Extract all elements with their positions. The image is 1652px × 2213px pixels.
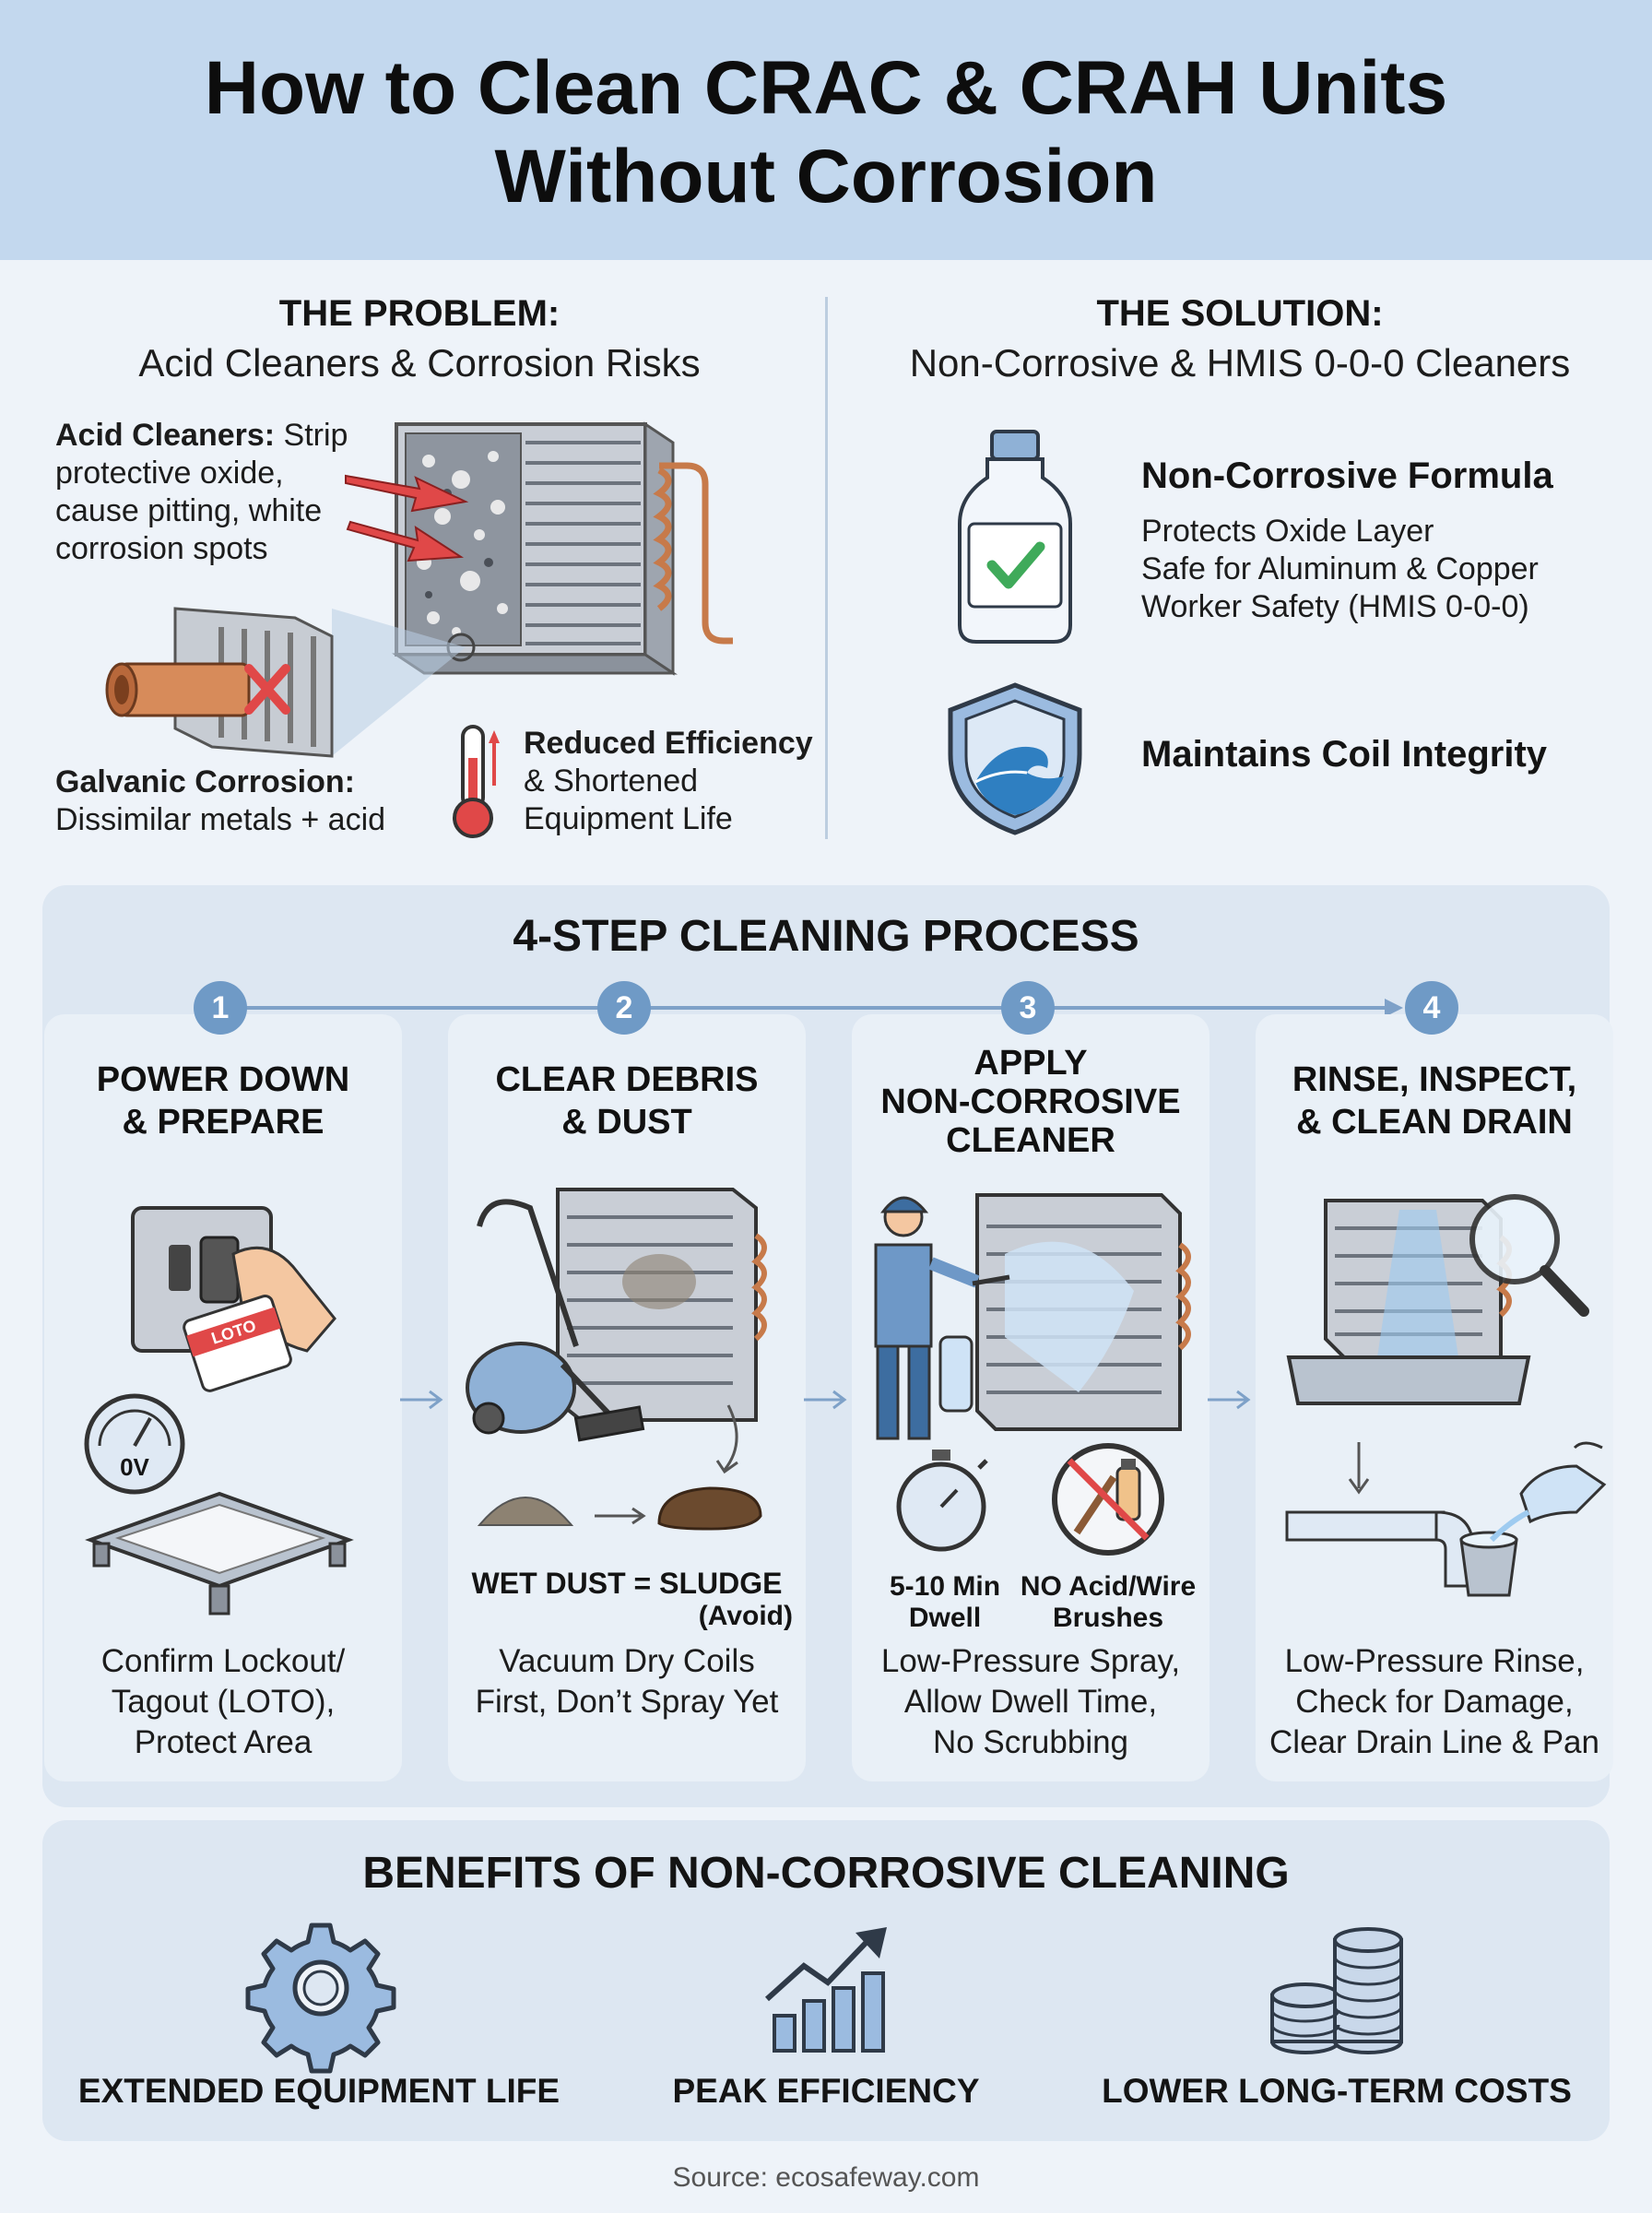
solution-heading: THE SOLUTION: xyxy=(1096,293,1384,334)
step-title-3: APPLY NON-CORROSIVE CLEANER xyxy=(880,1044,1181,1160)
no-acid-label: NO Acid/Wire Brushes xyxy=(1020,1571,1197,1633)
step-title-4: RINSE, INSPECT, & CLEAN DRAIN xyxy=(1292,1060,1577,1142)
process-timeline xyxy=(221,999,1403,1017)
title-line-1: How to Clean CRAC & CRAH Units xyxy=(204,46,1448,130)
spray-technician-icon xyxy=(874,1193,1191,1440)
step-desc-2: Vacuum Dry Coils First, Don’t Spray Yet xyxy=(475,1643,779,1720)
formula-point: Worker Safety (HMIS 0-0-0) xyxy=(1141,589,1529,624)
rinse-inspect-icon xyxy=(1286,1194,1589,1405)
benefit-item: LOWER LONG-TERM COSTS xyxy=(1102,2072,1572,2110)
vacuum-coil-icon xyxy=(466,1188,767,1442)
sludge-warning: WET DUST = SLUDGE xyxy=(471,1567,783,1600)
galvanic-text: Galvanic Corrosion: Dissimilar metals + … xyxy=(55,763,442,839)
lockout-switch-icon: LOTO xyxy=(131,1206,336,1392)
timer-label: 5-10 Min Dwell xyxy=(889,1571,1001,1633)
page-title: How to Clean CRAC & CRAH Units Without C… xyxy=(0,44,1652,221)
growth-chart-icon xyxy=(764,1927,887,2053)
formula-point: Protects Oxide Layer xyxy=(1141,514,1434,549)
formula-points: Protects Oxide Layer Safe for Aluminum &… xyxy=(1141,513,1621,626)
coin-stack-icon xyxy=(1270,1927,1403,2054)
source-credit: Source: ecosafeway.com xyxy=(672,2162,980,2193)
step-desc-1: Confirm Lockout/ Tagout (LOTO), Protect … xyxy=(100,1643,346,1760)
dust-sludge-icon xyxy=(477,1404,762,1531)
stopwatch-icon xyxy=(896,1450,988,1552)
shield-icon xyxy=(948,682,1082,835)
benefit-item: EXTENDED EQUIPMENT LIFE xyxy=(77,2072,560,2110)
sludge-avoid: (Avoid) xyxy=(698,1601,793,1631)
thermometer-icon xyxy=(453,725,500,838)
gear-icon xyxy=(245,1923,396,2074)
no-acid-brush-icon xyxy=(1052,1443,1164,1556)
step-arrow-icon xyxy=(804,1390,847,1410)
step-card-1 xyxy=(44,1014,402,1781)
formula-point: Safe for Aluminum & Copper xyxy=(1141,551,1539,586)
cleaner-bottle-icon xyxy=(958,430,1072,644)
step-badge-1: 1 xyxy=(194,981,247,1035)
benefit-item: PEAK EFFICIENCY xyxy=(672,2072,980,2110)
gauge-reading: 0V xyxy=(120,1453,149,1481)
section-divider xyxy=(825,297,828,839)
acid-label: Acid Cleaners: xyxy=(55,418,276,453)
magnifier-cone xyxy=(332,609,466,756)
acid-cleaners-text: Acid Cleaners: Strip protective oxide, c… xyxy=(55,418,348,566)
voltage-gauge-icon xyxy=(84,1393,185,1495)
integrity-title: Maintains Coil Integrity xyxy=(1141,734,1548,775)
formula-title: Non-Corrosive Formula xyxy=(1141,456,1553,496)
step-badge-3: 3 xyxy=(1001,981,1055,1035)
acid-arrows-icon xyxy=(345,474,469,562)
solution-subheading: Non-Corrosive & HMIS 0-0-0 Cleaners xyxy=(909,341,1571,385)
process-heading: 4-STEP CLEANING PROCESS xyxy=(513,912,1139,961)
step-arrow-icon xyxy=(400,1390,443,1410)
problem-subheading: Acid Cleaners & Corrosion Risks xyxy=(138,341,701,385)
galvanic-corrosion-icon xyxy=(105,607,334,758)
galvanic-label: Galvanic Corrosion: xyxy=(55,764,355,799)
benefits-heading: BENEFITS OF NON-CORROSIVE CLEANING xyxy=(362,1849,1290,1898)
step-arrow-icon xyxy=(1208,1390,1251,1410)
efficiency-text: Reduced Efficiency & Shortened Equipment… xyxy=(524,725,819,838)
title-line-2: Without Corrosion xyxy=(494,135,1158,219)
step-title-1: POWER DOWN & PREPARE xyxy=(96,1060,350,1142)
efficiency-label: Reduced Efficiency xyxy=(524,726,813,761)
step-badge-2: 2 xyxy=(597,981,651,1035)
problem-heading: THE PROBLEM: xyxy=(278,293,560,334)
step-desc-4: Low-Pressure Rinse, Check for Damage, Cl… xyxy=(1269,1643,1599,1760)
drain-line-icon xyxy=(1285,1441,1607,1597)
step-badge-4: 4 xyxy=(1405,981,1458,1035)
drop-cloth-icon xyxy=(85,1491,354,1615)
step-title-2: CLEAR DEBRIS & DUST xyxy=(495,1060,759,1142)
step-desc-3: Low-Pressure Spray, Allow Dwell Time, No… xyxy=(880,1643,1181,1760)
header-banner xyxy=(0,0,1652,260)
corroded-coil-icon xyxy=(392,421,733,676)
